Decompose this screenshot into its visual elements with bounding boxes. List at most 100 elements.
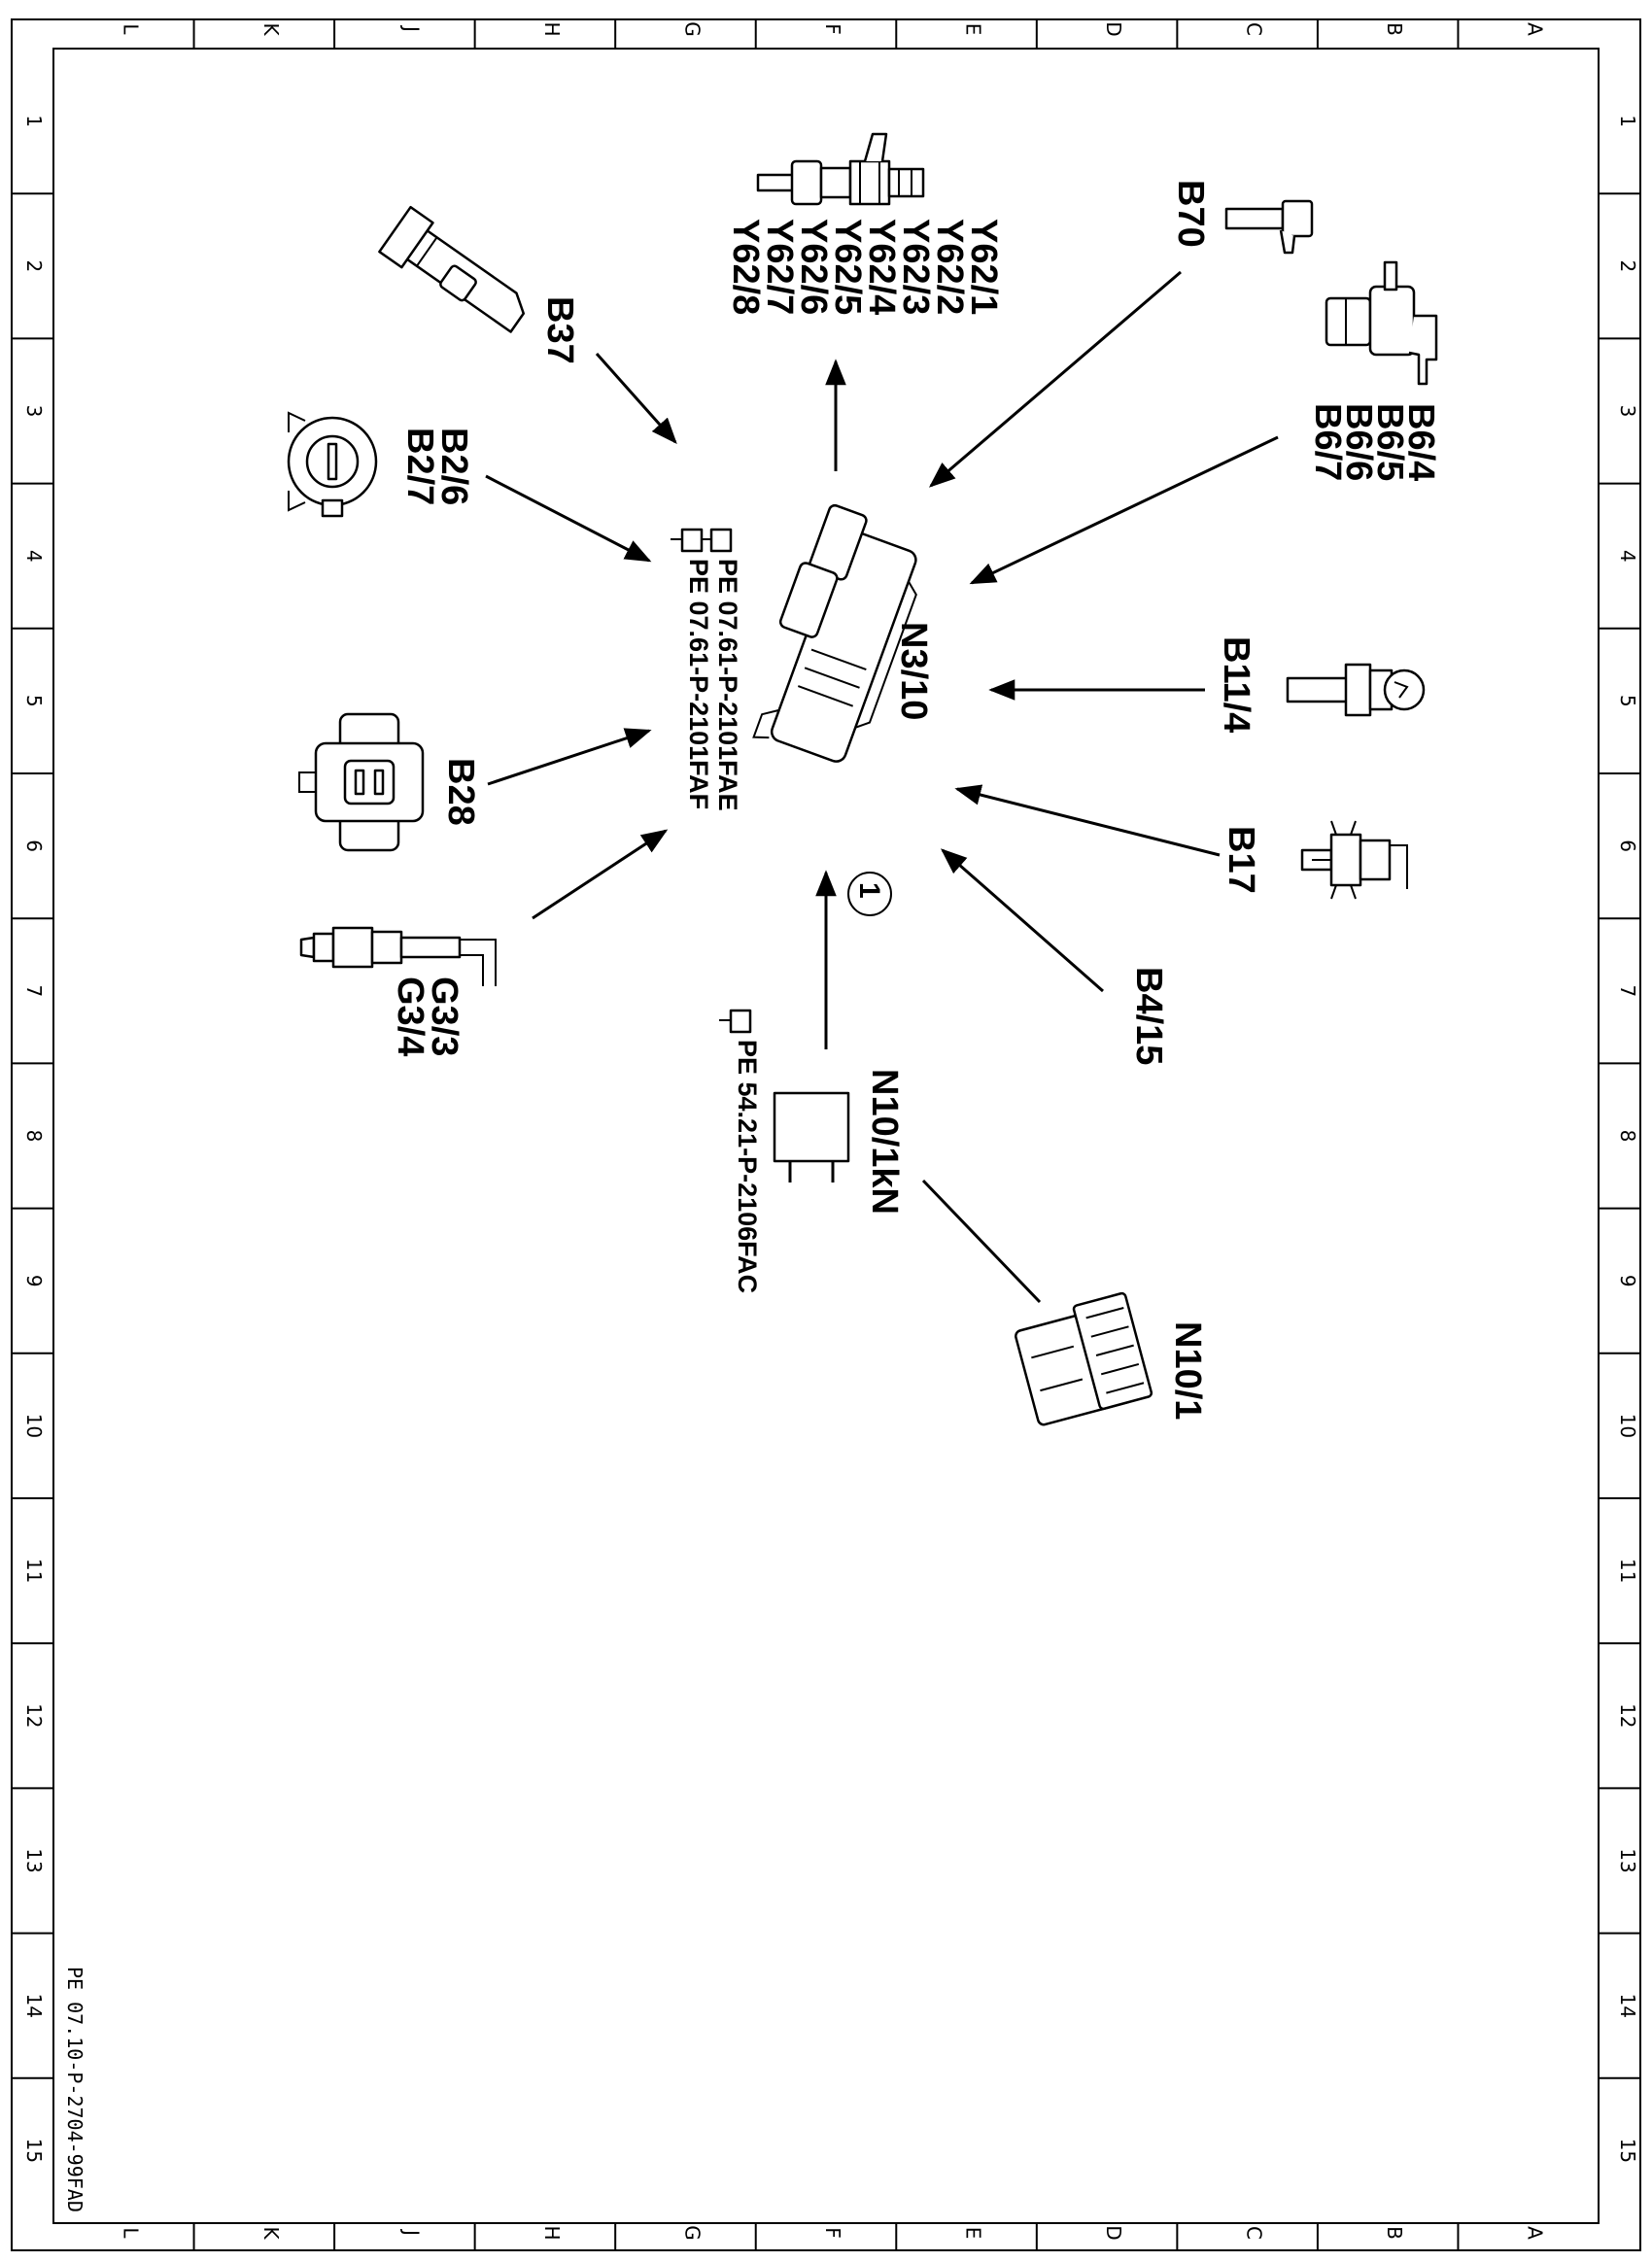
grid-row-label: 4 — [22, 550, 46, 563]
grid-row-label: 9 — [1616, 1275, 1639, 1287]
grid-row-label: 6 — [1616, 840, 1639, 852]
svg-text:PE 07.61-P-2101FAE: PE 07.61-P-2101FAE — [713, 559, 742, 811]
arrow-from-b28 — [487, 728, 652, 786]
grid-row-label: 10 — [1616, 1414, 1639, 1438]
grid-column-label: H — [540, 21, 564, 36]
grid-row-label: 11 — [1616, 1559, 1639, 1583]
svg-text:G3/4: G3/4 — [390, 977, 430, 1056]
arrow-from-b4-15 — [940, 848, 1104, 993]
grid-row-label: 14 — [22, 1993, 46, 2017]
ecu-label: N3/10 — [893, 622, 934, 720]
grid-column-label: L — [119, 23, 142, 35]
grid-column-label: G — [680, 2225, 704, 2241]
arrow-from-b6 — [969, 435, 1279, 585]
grid-column-label: F — [821, 23, 844, 35]
arrow-from-b2 — [485, 474, 652, 563]
grid-row-label: 8 — [22, 1130, 46, 1143]
grid-column-label: F — [821, 2227, 844, 2239]
svg-text:B6/4: B6/4 — [1400, 403, 1441, 481]
grid-row-label: 5 — [1616, 695, 1639, 707]
grid-row-label: 11 — [22, 1559, 46, 1583]
svg-text:PE 07.61-P-2101FAF: PE 07.61-P-2101FAF — [684, 559, 713, 809]
fuel-injector-icon — [756, 132, 925, 206]
grid-row-label: 15 — [22, 2139, 46, 2163]
coolant-sensor-icon — [1286, 663, 1426, 717]
grid-column-label: G — [680, 21, 704, 37]
cam-sensor-icon — [1325, 260, 1438, 386]
grid-ticks — [12, 19, 1640, 2250]
reference-hand-icon — [719, 1009, 752, 1034]
oxygen-sensor-icon — [299, 926, 497, 986]
svg-text:B2/7: B2/7 — [399, 428, 440, 505]
svg-text:Y62/8: Y62/8 — [725, 219, 766, 315]
svg-text:1: 1 — [853, 882, 885, 899]
grid-column-label: J — [399, 24, 423, 32]
signal-arrows — [485, 270, 1279, 1304]
svg-text:B6/6: B6/6 — [1338, 403, 1379, 481]
grid-column-label: H — [540, 2225, 564, 2240]
grid-column-label: K — [259, 22, 283, 36]
reference-hand-icon — [700, 528, 733, 553]
svg-text:B6/7: B6/7 — [1307, 403, 1348, 481]
grid-column-label: A — [1524, 22, 1547, 36]
grid-column-label: J — [399, 2228, 423, 2236]
knock-sensor-labels: B2/6 B2/7 — [399, 428, 474, 505]
svg-text:Y62/2: Y62/2 — [929, 219, 970, 315]
svg-text:Y62/5: Y62/5 — [827, 219, 868, 315]
grid-row-label: 2 — [1616, 259, 1639, 272]
temp-sensor-icon — [1300, 820, 1408, 900]
grid-column-label: E — [962, 23, 985, 36]
grid-column-label: B — [1383, 2226, 1406, 2240]
line-n10-1 — [921, 1179, 1042, 1304]
grid-row-label: 1 — [22, 115, 46, 127]
arrow-from-b37 — [595, 353, 677, 445]
outer-frame — [11, 18, 1641, 2251]
svg-text:Y62/7: Y62/7 — [759, 219, 800, 315]
ecu-icon — [752, 503, 917, 763]
b17-label: B17 — [1221, 826, 1261, 894]
svg-text:B2/6: B2/6 — [433, 428, 474, 505]
sheet-code: PE 07.10-P-2704-99FAD — [63, 1967, 86, 2212]
b11-4-label: B11/4 — [1216, 636, 1256, 733]
grid-row-label: 6 — [22, 840, 46, 852]
grid-column-label: B — [1383, 22, 1406, 36]
injector-labels: Y62/1 Y62/2 Y62/3 Y62/4 Y62/5 Y62/6 Y62/… — [725, 219, 1004, 315]
grid-row-label: 3 — [1616, 405, 1639, 418]
grid-column-label: D — [1102, 2225, 1125, 2240]
grid-row-label: 9 — [22, 1275, 46, 1287]
n10-1kn-label: N10/1kN — [864, 1069, 905, 1215]
grid-column-label: D — [1102, 21, 1125, 36]
ecu-references: PE 07.61-P-2101FAE PE 07.61-P-2101FAF — [684, 559, 742, 811]
grid-row-label: 14 — [1616, 1993, 1639, 2017]
svg-text:Y62/1: Y62/1 — [963, 219, 1004, 315]
b37-label: B37 — [539, 296, 580, 364]
grid-column-label: C — [1243, 2226, 1266, 2240]
n10-1-label: N10/1 — [1167, 1321, 1208, 1420]
relay-reference: PE 54.21-P-2106FAC — [733, 1040, 762, 1293]
svg-text:Y62/3: Y62/3 — [895, 219, 936, 315]
arrow-from-b17 — [954, 784, 1221, 857]
pedal-sensor-icon — [378, 205, 526, 333]
inner-frame — [52, 48, 1600, 2224]
arrow-from-g3 — [532, 829, 669, 920]
svg-text:B6/5: B6/5 — [1369, 403, 1410, 481]
grid-row-label: 1 — [1616, 115, 1639, 127]
grid-column-label: L — [119, 2227, 142, 2239]
grid-column-label: C — [1243, 22, 1266, 36]
grid-column-label: A — [1524, 2226, 1547, 2240]
b70-label: B70 — [1170, 180, 1211, 248]
grid-row-label: 8 — [1616, 1130, 1639, 1143]
grid-row-label: 13 — [22, 1848, 46, 1872]
b4-15-label: B4/15 — [1128, 967, 1169, 1065]
knock-sensor-icon — [287, 411, 378, 518]
crank-sensor-icon — [1224, 199, 1314, 255]
cam-sensor-labels: B6/4 B6/5 B6/6 B6/7 — [1307, 403, 1441, 481]
grid-row-label: 10 — [22, 1414, 46, 1438]
arrow-from-b70 — [928, 270, 1182, 488]
b28-label: B28 — [440, 758, 481, 826]
grid-row-label: 3 — [22, 405, 46, 418]
relay-icon — [773, 1091, 850, 1182]
map-sensor-icon — [298, 712, 425, 852]
